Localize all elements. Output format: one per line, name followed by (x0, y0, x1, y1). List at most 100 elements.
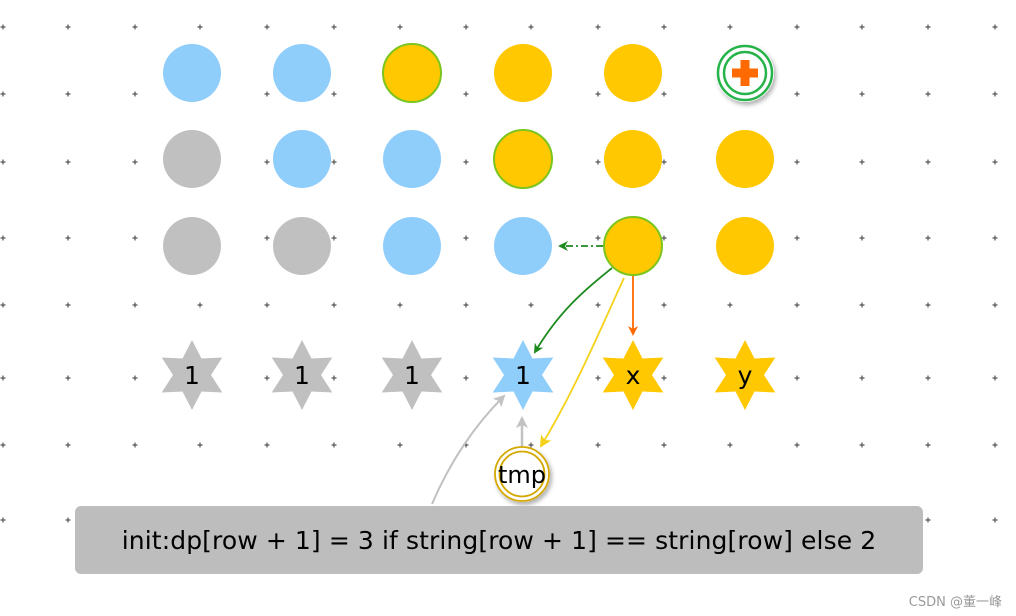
grid-dot (331, 302, 337, 308)
grid-dots (0, 24, 998, 523)
tmp-node-ring-inner (498, 450, 546, 498)
grid-dot (0, 91, 6, 97)
grid-dot (0, 159, 6, 165)
grid-cell-yellow-outlined (603, 216, 663, 276)
dp-star-label: 1 (294, 361, 310, 390)
grid-dot (132, 24, 138, 30)
grid-dot (331, 91, 337, 97)
grid-dot (992, 24, 998, 30)
grid-dot (331, 159, 337, 165)
grid-dot (197, 442, 203, 448)
grid-dot (264, 302, 270, 308)
grid-dot (0, 442, 6, 448)
grid-dot (859, 302, 865, 308)
grid-dot (727, 24, 733, 30)
grid-dot (925, 302, 931, 308)
grid-dot (463, 91, 469, 97)
grid-cell-gray (163, 217, 221, 275)
caption-box: init:dp[row + 1] = 3 if string[row + 1] … (75, 506, 923, 574)
grid-dot (397, 24, 403, 30)
grid-dot (264, 442, 270, 448)
grid-dot (661, 159, 667, 165)
dependency-arrows (431, 241, 638, 505)
grid-dot (925, 442, 931, 448)
dp-star-0: 1 (161, 340, 223, 410)
grid-dot (463, 235, 469, 241)
grid-dot (992, 375, 998, 381)
grid-dot (463, 375, 469, 381)
grid-dot (528, 24, 534, 30)
grid-dot (925, 517, 931, 523)
grid-dot (197, 24, 203, 30)
dp-star-label: x (626, 361, 641, 390)
grid-dot (595, 159, 601, 165)
dp-star-5: y (714, 340, 776, 410)
tmp-node-group: tmp (494, 446, 550, 502)
grid-dot (264, 375, 270, 381)
grid-dot (794, 91, 800, 97)
grid-cell-blue (494, 217, 552, 275)
grid-dot (0, 375, 6, 381)
grid-dot (661, 442, 667, 448)
grid-dot (859, 235, 865, 241)
dp-star-label: y (738, 361, 753, 390)
grid-dot (331, 442, 337, 448)
dp-star-1: 1 (271, 340, 333, 410)
star-shape (602, 340, 664, 410)
grid-dot (65, 517, 71, 523)
grid-dot (65, 159, 71, 165)
dp-star-3: 1 (492, 340, 554, 410)
grid-dot (595, 302, 601, 308)
grid-cell-yellow (716, 130, 774, 188)
grid-dot (0, 517, 6, 523)
grid-dot (463, 159, 469, 165)
grid-dot (132, 302, 138, 308)
add-node-icon-ring-inner (722, 50, 768, 96)
grid-dot (992, 235, 998, 241)
grid-cell-yellow (604, 130, 662, 188)
grid-cell-blue (163, 44, 221, 102)
grid-dot (595, 442, 601, 448)
grid-dot (528, 302, 534, 308)
grid-dot (925, 91, 931, 97)
grid-dot (992, 302, 998, 308)
grid-cell-blue (273, 130, 331, 188)
grid-dot (595, 235, 601, 241)
plus-icon (732, 60, 758, 86)
grid-dot (661, 235, 667, 241)
grid-dot (595, 91, 601, 97)
grid-dot (0, 235, 6, 241)
grid-dot (132, 442, 138, 448)
grid-dot (859, 375, 865, 381)
tmp-node-bg (494, 446, 550, 502)
grid-dot (595, 24, 601, 30)
grid-cell-yellow (494, 44, 552, 102)
grid-dot (65, 375, 71, 381)
add-node-icon[interactable] (716, 44, 774, 102)
arrow-to-tmp (539, 277, 625, 448)
grid-dot (925, 24, 931, 30)
dp-star-2: 1 (381, 340, 443, 410)
grid-cell-blue (383, 130, 441, 188)
dp-grid-circles (163, 43, 774, 276)
grid-dot (132, 235, 138, 241)
grid-cell-gray (273, 217, 331, 275)
grid-dot (661, 91, 667, 97)
grid-dot (727, 442, 733, 448)
grid-dot (925, 159, 931, 165)
star-shape (492, 340, 554, 410)
grid-dot (65, 442, 71, 448)
grid-cell-blue (273, 44, 331, 102)
arrow-diagonal-dependency (533, 267, 613, 354)
add-node-icon-ring-outer (716, 44, 774, 102)
grid-dot (859, 91, 865, 97)
grid-dot (794, 24, 800, 30)
grid-dot (132, 159, 138, 165)
grid-dot (463, 24, 469, 30)
grid-dot (859, 442, 865, 448)
tmp-node (494, 446, 550, 502)
dp-star-label: 1 (184, 361, 200, 390)
grid-dot (264, 91, 270, 97)
